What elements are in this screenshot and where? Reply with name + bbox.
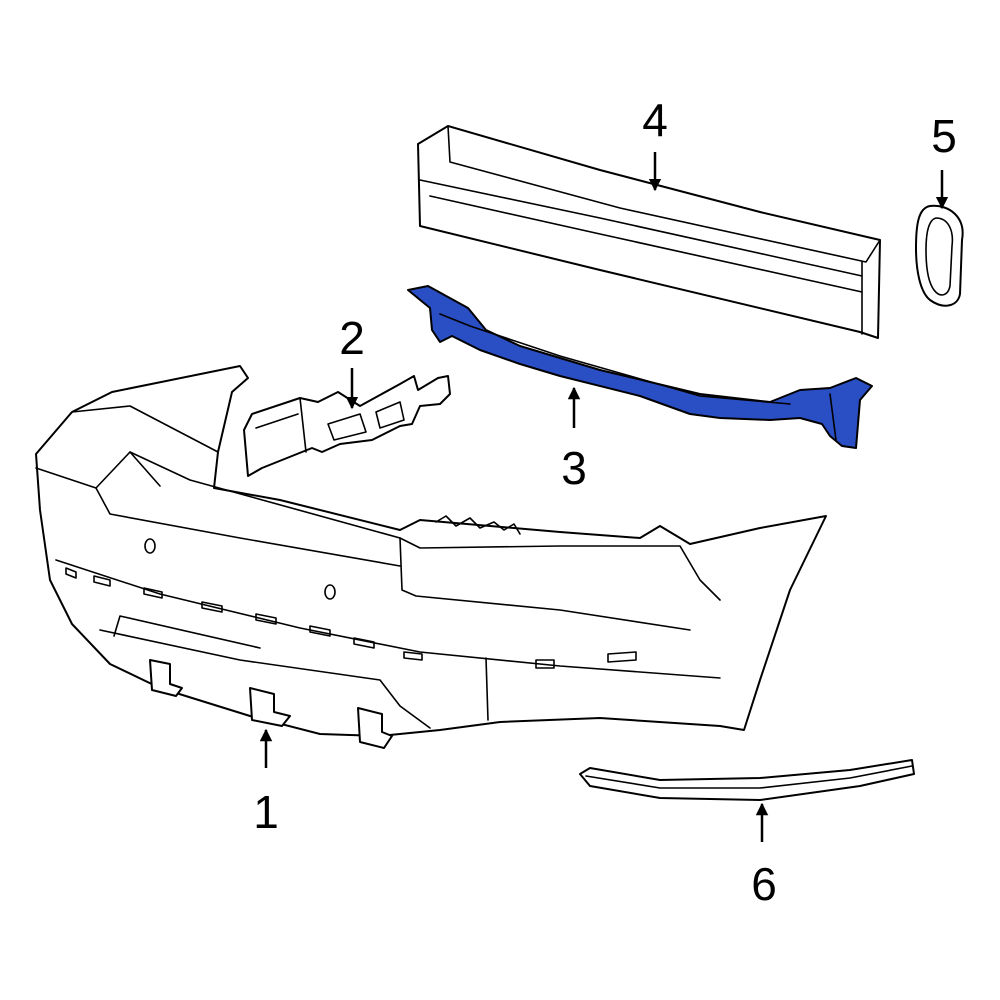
part-2-bracket[interactable] (243, 375, 451, 477)
callout-6: 6 (751, 858, 777, 910)
part-6-molding-strip[interactable] (579, 759, 915, 801)
part-4-impact-bar[interactable] (417, 125, 881, 339)
callout-3: 3 (561, 442, 587, 494)
callout-2: 2 (339, 312, 365, 364)
callout-4: 4 (642, 94, 668, 146)
part-5-insert[interactable] (915, 204, 964, 307)
callout-1: 1 (253, 786, 279, 838)
part-3-support-highlighted[interactable] (407, 285, 873, 449)
callout-5: 5 (931, 110, 957, 162)
part-1-bumper-cover[interactable] (35, 365, 827, 749)
